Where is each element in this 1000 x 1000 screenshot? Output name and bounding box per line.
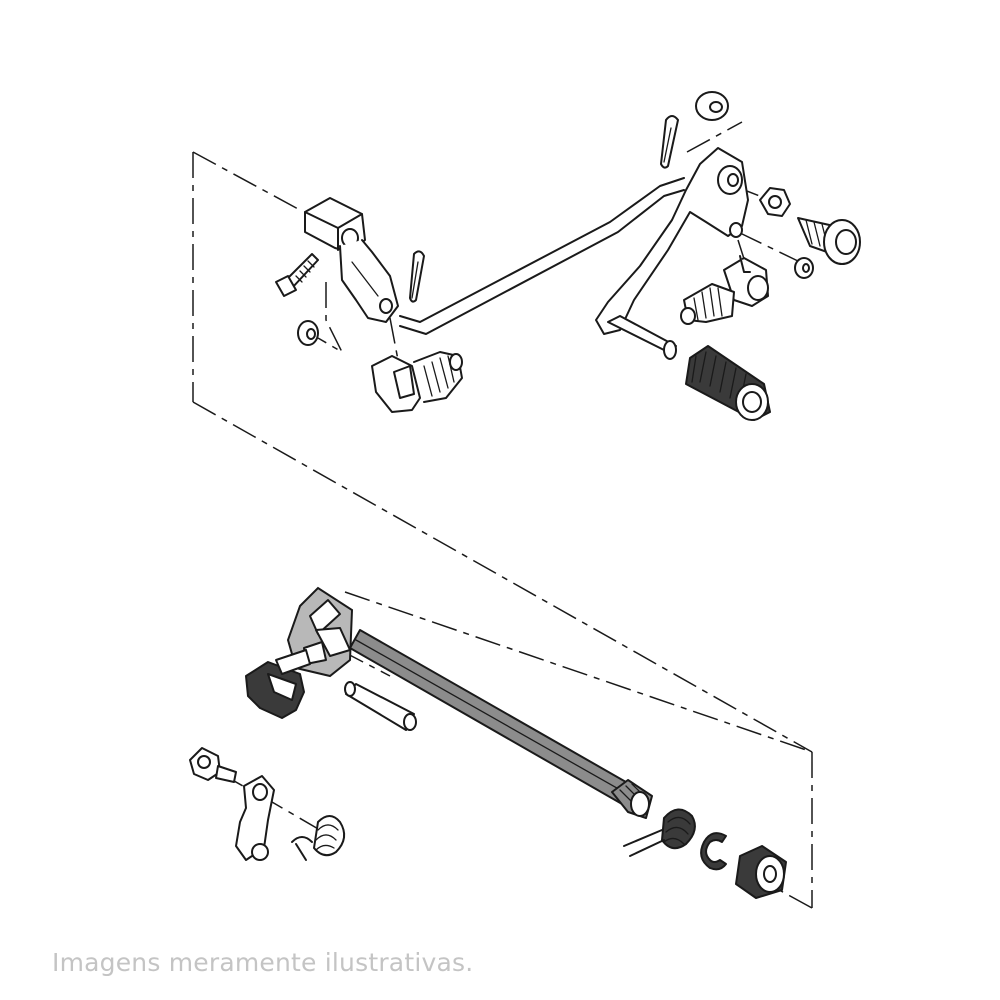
washer-small-right: [794, 257, 814, 279]
shift-arm-clamp: [304, 197, 399, 323]
shift-rod: [399, 177, 685, 335]
stopper-spring: [291, 815, 346, 861]
stopper-bolt: [189, 747, 237, 783]
circlip: [700, 832, 727, 871]
stopper-arm: [235, 775, 275, 861]
gear-shift-shaft: [349, 629, 653, 819]
washer-left: [297, 320, 319, 346]
cotter-pin-left: [409, 250, 425, 303]
illustration-disclaimer: Imagens meramente ilustrativas.: [52, 948, 474, 977]
assembly-guide-lines: [192, 121, 813, 909]
shift-claw: [245, 649, 311, 719]
oil-seal: [735, 845, 787, 899]
ball-joint-left: [371, 351, 463, 413]
ball-joint-right: [680, 255, 769, 325]
return-spring: [623, 808, 696, 857]
cotter-pin-right: [660, 115, 679, 169]
washer-top-right: [695, 91, 729, 121]
foot-peg-rubber: [685, 345, 771, 421]
dowel-pin: [344, 681, 417, 731]
shift-pedal: [595, 147, 749, 360]
pivot-bolt: [797, 217, 861, 265]
clamp-bolt: [275, 253, 319, 297]
hex-nut: [759, 187, 791, 217]
